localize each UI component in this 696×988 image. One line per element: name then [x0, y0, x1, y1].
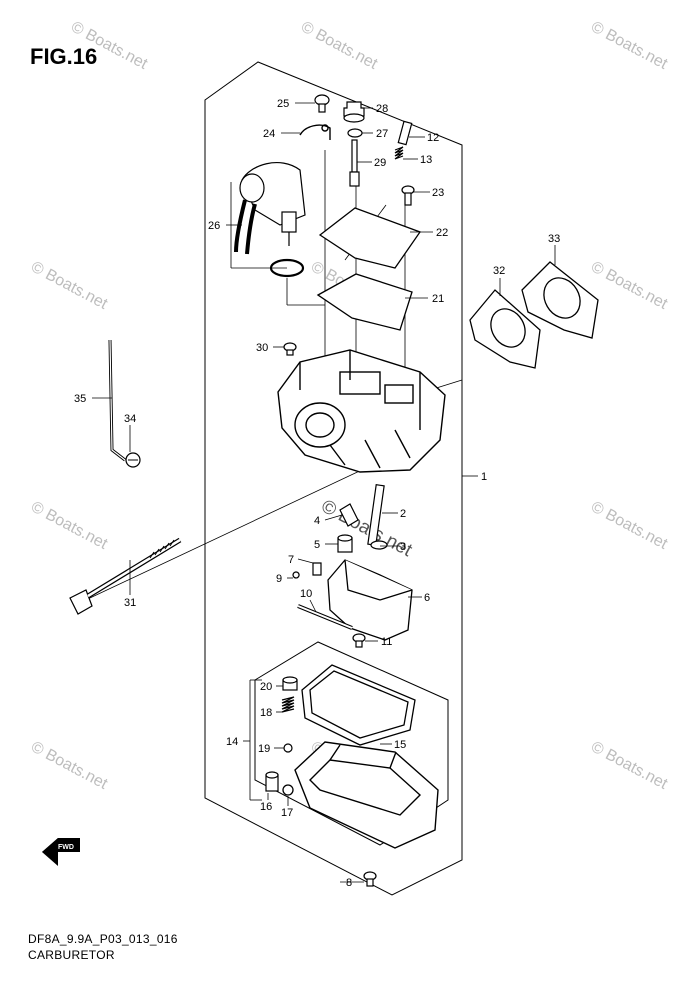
callout-5: 5: [314, 539, 320, 551]
gasket-33: [521, 261, 599, 339]
rod-35: [108, 339, 126, 462]
callout-12: 12: [427, 132, 439, 144]
watermark: © Boats.net: [28, 739, 110, 794]
callout-35: 35: [74, 393, 86, 405]
watermark: © Boats.net: [588, 259, 670, 314]
spring-18: [281, 696, 295, 713]
cap-28: [343, 101, 365, 123]
gasket-32: [469, 289, 541, 369]
jet-2: [367, 484, 388, 550]
callout-1: 1: [481, 471, 487, 483]
o-ring-17: [282, 784, 294, 796]
jet-4: [339, 503, 359, 527]
ball-19: [283, 743, 293, 753]
spring-13: [394, 146, 404, 160]
callout-27: 27: [376, 128, 388, 140]
screw-8: [363, 871, 377, 887]
callout-25: 25: [277, 98, 289, 110]
callout-8: 8: [346, 877, 352, 889]
callout-23: 23: [432, 187, 444, 199]
screw-20: [282, 676, 298, 691]
o-ring-27: [347, 128, 363, 138]
callout-19: 19: [258, 743, 270, 755]
callout-7: 7: [288, 554, 294, 566]
plug-16: [265, 771, 279, 792]
callout-14: 14: [226, 736, 238, 748]
figure-title: FIG.16: [30, 44, 98, 69]
callout-11: 11: [381, 636, 392, 648]
screw-25: [314, 94, 330, 113]
callout-2: 2: [400, 508, 406, 520]
bolt-31: [69, 451, 401, 615]
watermark: © Boats.net: [588, 19, 670, 74]
callout-4: 4: [314, 515, 320, 527]
float-bowl: [294, 741, 439, 849]
assembly-outline: [204, 61, 463, 896]
fwd-label: FWD: [58, 844, 74, 851]
float-6: [327, 559, 413, 641]
ring-9: [292, 571, 300, 579]
watermark: © Boats.net: [68, 19, 150, 74]
screw-30: [283, 342, 297, 356]
callout-13: 13: [420, 154, 432, 166]
callout-17: 17: [281, 807, 293, 819]
float-bowl-box: [254, 641, 449, 846]
screw-34: [125, 452, 141, 468]
watermark: © Boats.net: [28, 499, 110, 554]
callout-24: 24: [263, 128, 275, 140]
callout-18: 18: [260, 707, 272, 719]
callout-labels: 1 2 3 4 5 6 7 8 9 10 11 12 13 14 15 16 1…: [74, 98, 560, 889]
watermark: © Boats.net: [588, 499, 670, 554]
clip-24: [299, 124, 331, 140]
callout-3: 3: [400, 541, 406, 553]
carburetor-body-1: [277, 349, 446, 473]
callout-6: 6: [424, 592, 430, 604]
fwd-arrow-icon: FWD: [42, 838, 80, 866]
callout-20: 20: [260, 681, 272, 693]
callout-34: 34: [124, 413, 136, 425]
callout-31: 31: [124, 597, 136, 609]
watermark: © Boats.net: [298, 19, 380, 74]
watermark: © Boats.net: [588, 739, 670, 794]
screw-11: [352, 633, 366, 648]
jet-5: [337, 534, 353, 553]
screw-23: [401, 185, 415, 206]
callout-21: 21: [432, 293, 444, 305]
callout-22: 22: [436, 227, 448, 239]
callout-16: 16: [260, 801, 272, 813]
watermark: © Boats.net: [28, 259, 110, 314]
gasket-21: [316, 273, 413, 331]
callout-10: 10: [300, 588, 312, 600]
needle-29: [349, 139, 360, 187]
screw-12: [397, 120, 413, 146]
pin-10: [297, 604, 353, 630]
callout-29: 29: [374, 157, 386, 169]
callout-32: 32: [493, 265, 505, 277]
callout-28: 28: [376, 103, 388, 115]
callout-26: 26: [208, 220, 220, 232]
cover-22: [318, 207, 422, 269]
solenoid-26: [234, 161, 306, 278]
gasket-15: [301, 664, 416, 746]
callout-9: 9: [276, 573, 282, 585]
figure-name: CARBURETOR: [28, 948, 115, 962]
screw-7: [312, 562, 322, 576]
callout-leaders: [92, 102, 556, 883]
callout-30: 30: [256, 342, 268, 354]
figure-code: DF8A_9.9A_P03_013_016: [28, 932, 178, 946]
callout-33: 33: [548, 233, 560, 245]
callout-15: 15: [394, 739, 406, 751]
